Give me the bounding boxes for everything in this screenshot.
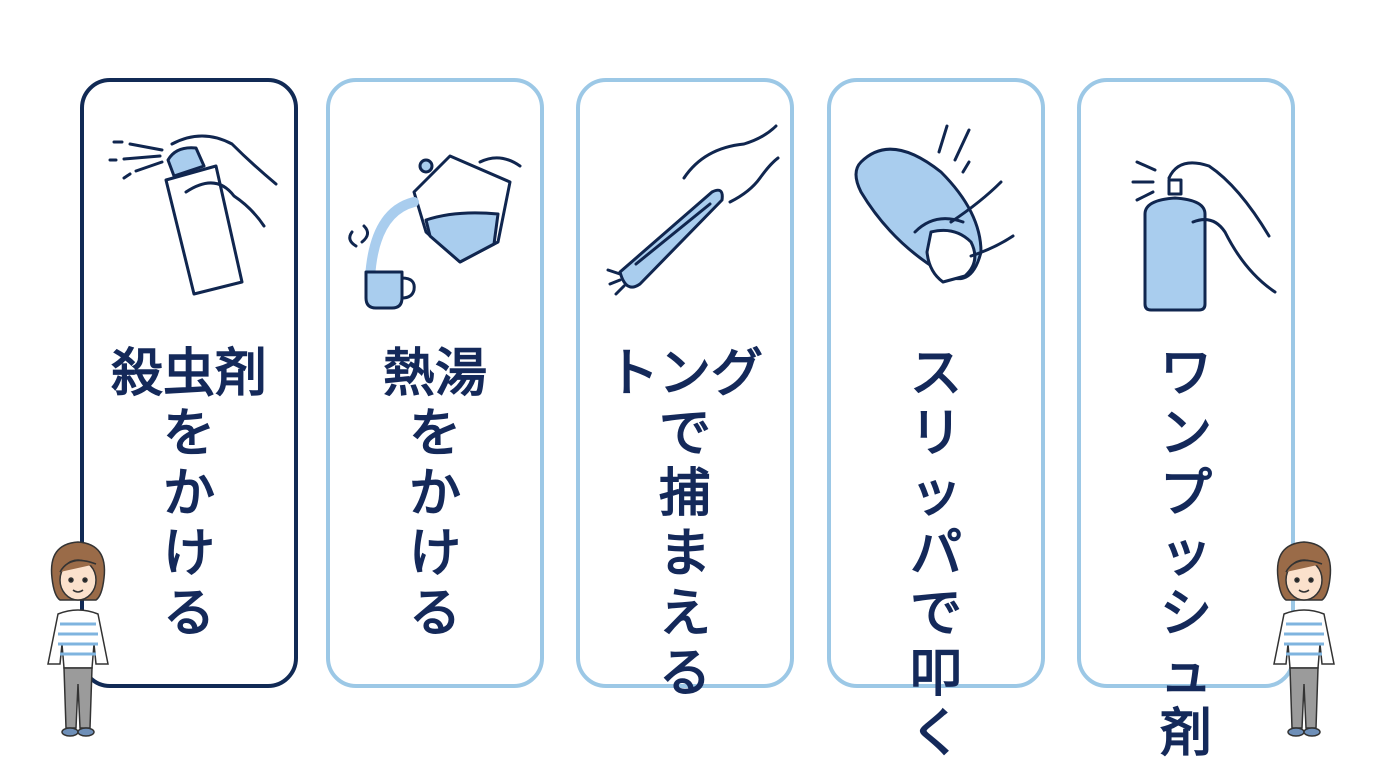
label-first-line: 殺虫剤 xyxy=(110,344,267,404)
tongs-icon xyxy=(606,124,780,296)
label-char: を xyxy=(162,404,215,464)
label-char: を xyxy=(408,404,461,464)
label-char: 叩 xyxy=(909,644,962,704)
label-first-line: ス xyxy=(909,344,962,404)
slipper-swat-icon xyxy=(854,124,1015,284)
label-char: け xyxy=(162,524,215,584)
label-char: け xyxy=(408,524,461,584)
card-hot-water[interactable]: 熱湯 を か け る xyxy=(326,78,544,688)
spray-can-icon xyxy=(108,134,278,296)
label-char: プ xyxy=(1159,464,1212,524)
label-char: 捕 xyxy=(658,464,711,524)
one-push-spray-icon xyxy=(1131,160,1277,312)
label-char: る xyxy=(408,584,461,644)
label-char: ュ xyxy=(1159,644,1212,704)
label-char: シ xyxy=(1159,584,1212,644)
card-label: ス リ ッ パ で 叩 く xyxy=(831,344,1041,764)
label-char: か xyxy=(162,464,215,524)
label-char: ッ xyxy=(1159,524,1212,584)
woman-character-left-icon xyxy=(47,541,109,737)
label-first-line: 熱湯 xyxy=(382,344,487,404)
card-insecticide[interactable]: 殺虫剤 を か け る xyxy=(80,78,298,688)
card-one-push[interactable]: ワ ン プ ッ シ ュ 剤 xyxy=(1077,78,1295,764)
woman-character-right-icon xyxy=(1273,541,1335,737)
label-char: ッ xyxy=(909,464,962,524)
label-char: で xyxy=(658,404,711,464)
label-char: え xyxy=(658,584,711,644)
card-label: ワ ン プ ッ シ ュ 剤 xyxy=(1081,344,1291,764)
label-char: る xyxy=(162,584,215,644)
card-label: トング で 捕 ま え る xyxy=(580,344,790,704)
label-char: リ xyxy=(909,404,962,464)
label-char: か xyxy=(408,464,461,524)
label-char: ン xyxy=(1159,404,1212,464)
card-slipper[interactable]: ス リ ッ パ で 叩 く xyxy=(827,78,1045,764)
label-char: る xyxy=(658,644,711,704)
card-tongs[interactable]: トング で 捕 ま え る xyxy=(576,78,794,704)
label-char: 剤 xyxy=(1159,704,1212,764)
kettle-pouring-icon xyxy=(348,154,522,310)
label-char: で xyxy=(909,584,962,644)
label-char: ま xyxy=(658,524,711,584)
label-first-line: ワ xyxy=(1159,344,1212,404)
card-label: 熱湯 を か け る xyxy=(330,344,540,644)
card-label: 殺虫剤 を か け る xyxy=(84,344,294,644)
label-char: く xyxy=(909,704,962,764)
label-char: パ xyxy=(909,524,962,584)
label-first-line: トング xyxy=(606,344,763,404)
